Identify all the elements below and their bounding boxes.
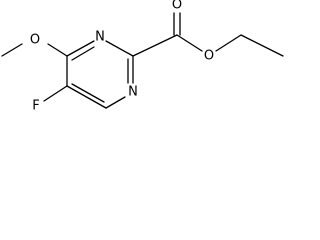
- bond-n3-c2: [105, 40, 134, 57]
- chemical-structure: O O O N N F: [1, 0, 284, 114]
- bond-ch2-ch3: [240, 34, 284, 57]
- fluorine-label: F: [32, 99, 39, 114]
- ring-nitrogen-top-label: N: [95, 30, 105, 45]
- bond-n1-c6: [105, 96, 126, 109]
- bond-methyl-o: [1, 43, 23, 57]
- bond-c5-f: [43, 85, 68, 102]
- bond-c6-c5-double-inner: [71, 83, 105, 103]
- carbonyl-oxygen-label: O: [172, 0, 182, 13]
- bond-c2-carbonyl: [132, 34, 178, 57]
- bond-carbonyl-ester-o: [176, 34, 203, 52]
- bond-c6-c5-double-outer: [66, 85, 107, 109]
- methoxy-oxygen-label: O: [30, 33, 40, 48]
- bond-c4-n3-double-inner: [71, 46, 95, 61]
- ester-oxygen-label: O: [204, 49, 214, 64]
- ring-nitrogen-bottom-label: N: [128, 85, 138, 100]
- bond-ester-o-ch2: [215, 34, 242, 52]
- bond-c4-n3-double-outer: [66, 40, 95, 57]
- bond-o-c4: [47, 43, 68, 57]
